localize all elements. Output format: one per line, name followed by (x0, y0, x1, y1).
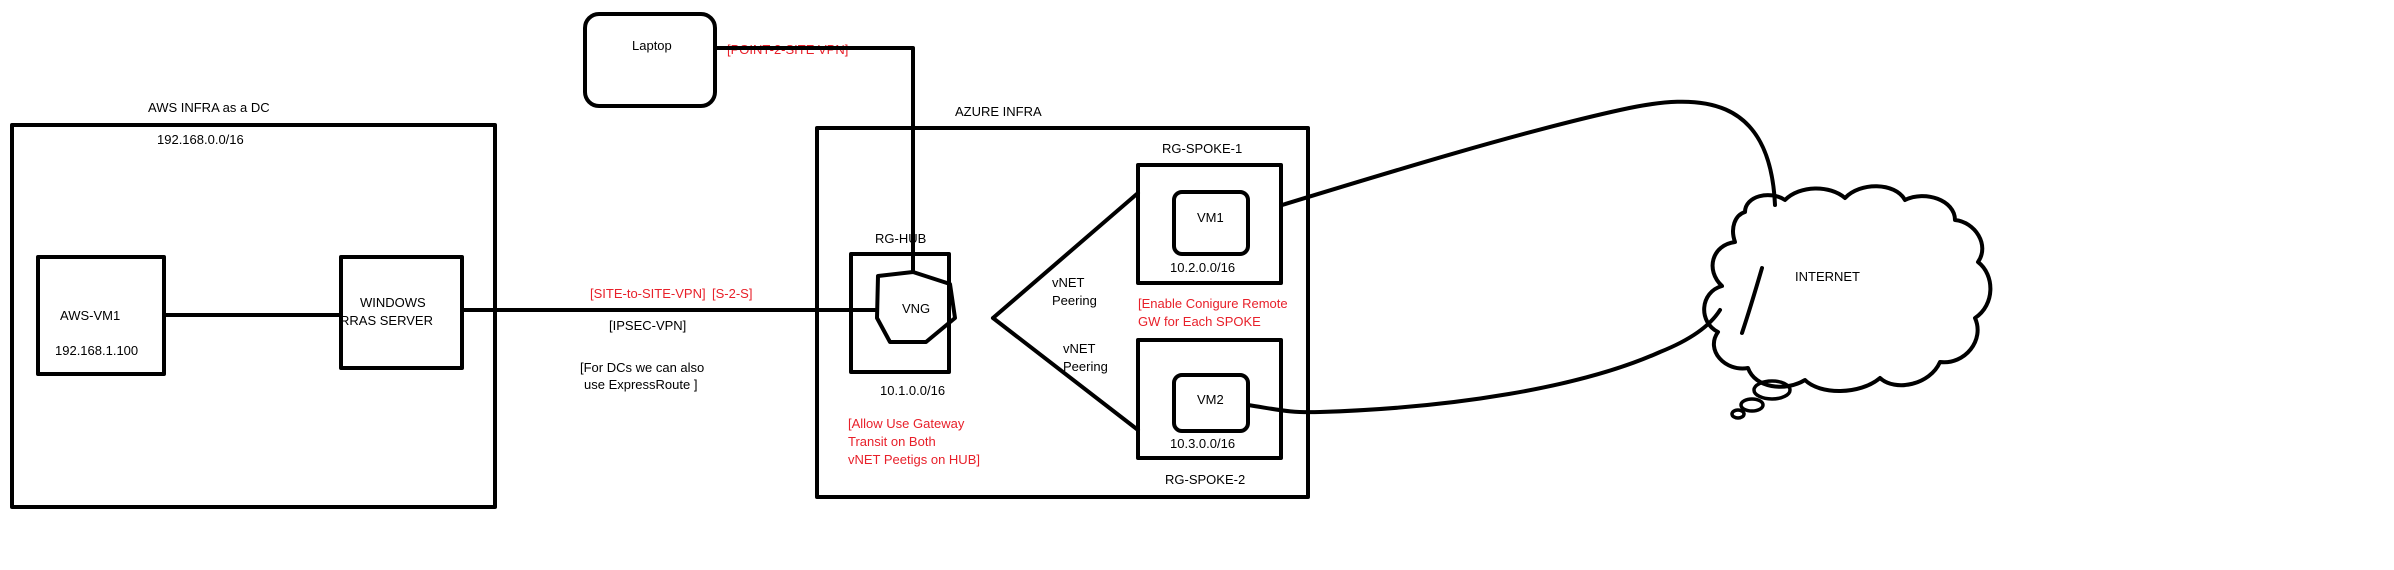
rras-server-box (339, 255, 464, 370)
azure-infra-group: AZURE INFRA RG-HUB VNG 10.1.0.0/16 [Allo… (815, 104, 1310, 499)
cloud-bubble-small (1730, 408, 1746, 420)
spoke2-cidr: 10.3.0.0/16 (1170, 436, 1235, 451)
hub-note-line3: vNET Peetigs on HUB] (848, 452, 980, 467)
vng-label: VNG (902, 301, 930, 316)
spoke1-cidr: 10.2.0.0/16 (1170, 260, 1235, 275)
aws-vm1-ip: 192.168.1.100 (55, 343, 138, 358)
laptop-node: Laptop (583, 12, 717, 108)
internet-cloud-shape (1702, 184, 1993, 393)
vng-gateway-shape (875, 270, 957, 344)
p2s-vpn-connector (713, 46, 915, 274)
spoke1-label: RG-SPOKE-1 (1162, 141, 1242, 156)
hub-cidr: 10.1.0.0/16 (880, 383, 945, 398)
spoke1-note-line2: GW for Each SPOKE (1138, 314, 1261, 329)
spoke1-note-line1: [Enable Conigure Remote (1138, 296, 1288, 311)
azure-infra-box (815, 126, 1310, 499)
vm1-box (1172, 190, 1250, 256)
peering1-line2: Peering (1052, 293, 1097, 308)
rras-line1: WINDOWS (360, 295, 426, 310)
peering1-line1: vNET (1052, 275, 1085, 290)
vm1-label: VM1 (1197, 210, 1224, 225)
hub-note-line1: [Allow Use Gateway (848, 416, 965, 431)
aws-vm1-label: AWS-VM1 (60, 308, 120, 323)
peering-link-1 (991, 191, 1140, 320)
vm2-box (1172, 373, 1250, 433)
expressroute-line1: [For DCs we can also (580, 360, 704, 375)
peering2-line2: Peering (1063, 359, 1108, 374)
internet-pen-stroke (1740, 266, 1764, 335)
vm1-internet-link (1280, 99, 1777, 207)
vm2-label: VM2 (1197, 392, 1224, 407)
aws-infra-title: AWS INFRA as a DC (148, 100, 270, 115)
laptop-box (583, 12, 717, 108)
site-to-site-label: [SITE-to-SITE-VPN] (590, 286, 706, 301)
spoke1-box (1136, 163, 1283, 285)
hub-box (849, 252, 951, 374)
internet-cloud: INTERNET (1702, 184, 1993, 420)
peering-link-2 (991, 316, 1140, 432)
s2s-label: [S-2-S] (712, 286, 752, 301)
expressroute-line2: use ExpressRoute ] (584, 377, 697, 392)
cloud-bubble-medium (1739, 397, 1765, 413)
peering2-line1: vNET (1063, 341, 1096, 356)
cloud-bubble-large (1752, 379, 1792, 401)
aws-cidr-label: 192.168.0.0/16 (157, 132, 244, 147)
aws-infra-box (10, 123, 497, 509)
aws-infra-group: AWS INFRA as a DC 192.168.0.0/16 AWS-VM1… (10, 100, 497, 509)
hub-note-line2: Transit on Both (848, 434, 936, 449)
rras-line2: RRAS SERVER (340, 313, 433, 328)
spoke2-box (1136, 338, 1283, 460)
azure-infra-title: AZURE INFRA (955, 104, 1042, 119)
spoke2-label: RG-SPOKE-2 (1165, 472, 1245, 487)
laptop-label: Laptop (632, 38, 672, 53)
ipsec-label: [IPSEC-VPN] (609, 318, 686, 333)
vm2-internet-link (1246, 308, 1722, 415)
internet-label: INTERNET (1795, 269, 1860, 284)
hub-label: RG-HUB (875, 231, 926, 246)
